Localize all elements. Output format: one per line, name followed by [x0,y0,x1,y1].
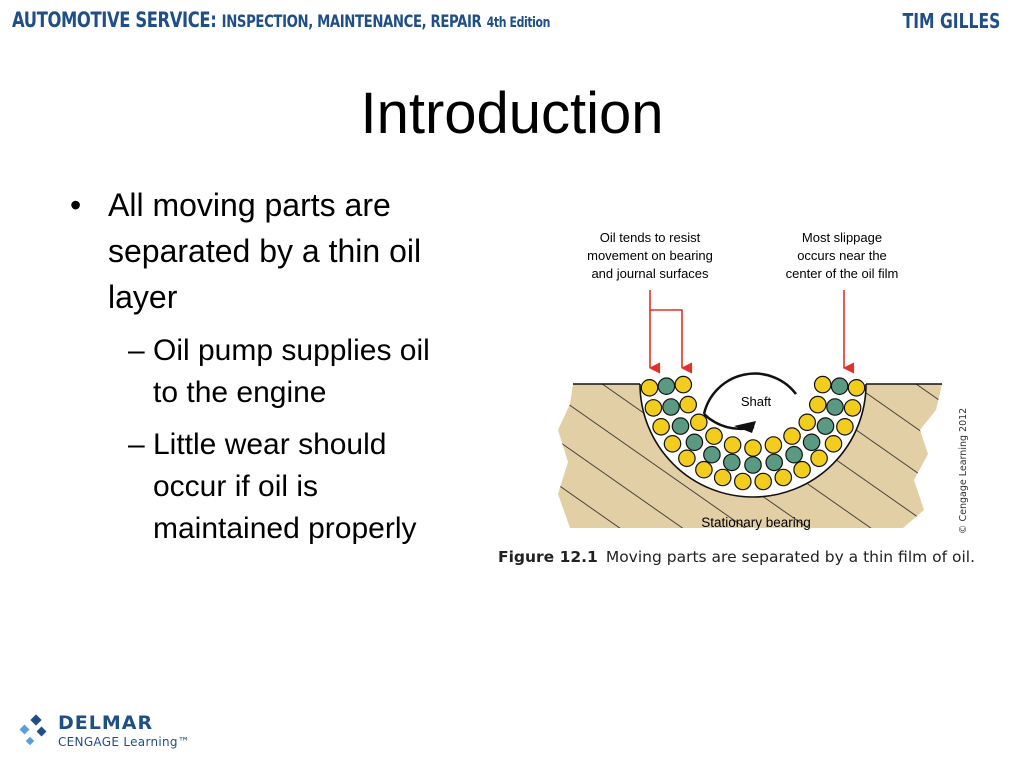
oil-molecule [723,453,741,472]
bullet-text: All moving parts are separated by a thin… [108,187,422,315]
header-bar: AUTOMOTIVE SERVICE: INSPECTION, MAINTENA… [0,0,1024,44]
bullet-dot-icon: • [70,187,82,223]
oil-molecule [785,445,803,464]
oil-molecule [674,375,693,394]
oil-molecule [685,433,704,452]
book-title-main: AUTOMOTIVE SERVICE: [12,8,217,32]
oil-molecule [671,417,690,435]
book-title-sub: INSPECTION, MAINTENANCE, REPAIR [221,12,482,32]
oil-molecule [695,460,713,479]
oil-molecule [754,472,772,491]
oil-molecule [802,433,821,452]
oil-molecule [657,377,676,395]
oil-molecule [813,375,832,394]
author-name: TIM GILLES [902,9,1000,33]
subbullet-item: – Little wear should occur if oil is mai… [70,424,460,550]
shaft-rotation-arrow [702,372,797,433]
oil-molecule [744,439,762,457]
oil-molecule [830,377,849,395]
subbullet-text: Little wear should occur if oil is maint… [153,428,417,545]
oil-molecule [744,456,762,474]
bearing-figure: Shaft Stationary bearing Oil tends to re… [490,218,1000,598]
figure-number: Figure 12.1 [498,548,598,566]
oil-molecule [836,418,854,436]
oil-molecule [723,436,742,454]
right-callout-line2: occurs near the [797,248,887,263]
oil-molecule [652,418,670,436]
oil-molecule [847,379,866,397]
left-callout-line2: movement on bearing [587,248,713,263]
oil-molecule [640,379,659,397]
oil-molecule [793,460,811,479]
logo-text-cengage: CENGAGE Learning™ [58,735,191,749]
figure-caption: Figure 12.1 Moving parts are separated by… [498,548,998,566]
oil-molecule [774,468,793,487]
oil-molecule [816,417,835,435]
delmar-cengage-logo: DELMAR CENGAGE Learning™ [16,712,216,756]
left-callout-line3: and journal surfaces [591,266,709,281]
dash-icon: – [128,428,145,461]
oil-molecule [678,449,696,468]
right-callout: Most slippage occurs near the center of … [786,230,899,374]
copyright-notice: © Cengage Learning 2012 [958,408,969,534]
right-callout-line1: Most slippage [802,230,882,245]
oil-molecule [663,435,682,453]
right-callout-line3: center of the oil film [786,266,899,281]
oil-molecule [679,395,697,414]
delmar-logo-icon [19,714,47,746]
oil-molecule [798,413,816,432]
oil-molecule [843,399,862,417]
left-callout: Oil tends to resist movement on bearing … [587,230,713,374]
subbullet-text: Oil pump supplies oil to the engine [153,334,430,409]
book-edition: 4th Edition [486,15,551,31]
figure-caption-text: Moving parts are separated by a thin fil… [605,548,976,566]
oil-molecule [783,427,801,445]
oil-molecule [705,427,723,445]
stationary-bearing-label: Stationary bearing [701,515,811,530]
oil-molecule [703,445,721,464]
oil-molecule [764,436,783,454]
shaft-label: Shaft [741,394,772,409]
oil-molecule [808,395,827,414]
oil-molecule [662,398,680,416]
oil-film [640,375,866,491]
oil-molecule [713,468,732,487]
bullet-list: • All moving parts are separated by a th… [70,182,460,550]
book-title: AUTOMOTIVE SERVICE: INSPECTION, MAINTENA… [12,8,550,32]
dash-icon: – [128,334,145,367]
oil-molecule [765,453,783,472]
logo-text-delmar: DELMAR [58,712,154,734]
oil-molecule [644,399,663,417]
oil-molecule [824,435,843,453]
oil-molecule [734,472,752,491]
left-callout-line1: Oil tends to resist [600,230,701,245]
bearing-diagram: Shaft Stationary bearing Oil tends to re… [558,230,969,534]
bullet-item: • All moving parts are separated by a th… [70,182,460,320]
oil-molecule [826,398,844,416]
slide-title: Introduction [360,81,664,146]
oil-molecule [690,413,708,432]
red-arrow-icon [649,290,693,374]
oil-molecule [810,449,828,468]
subbullet-item: – Oil pump supplies oil to the engine [70,330,460,414]
